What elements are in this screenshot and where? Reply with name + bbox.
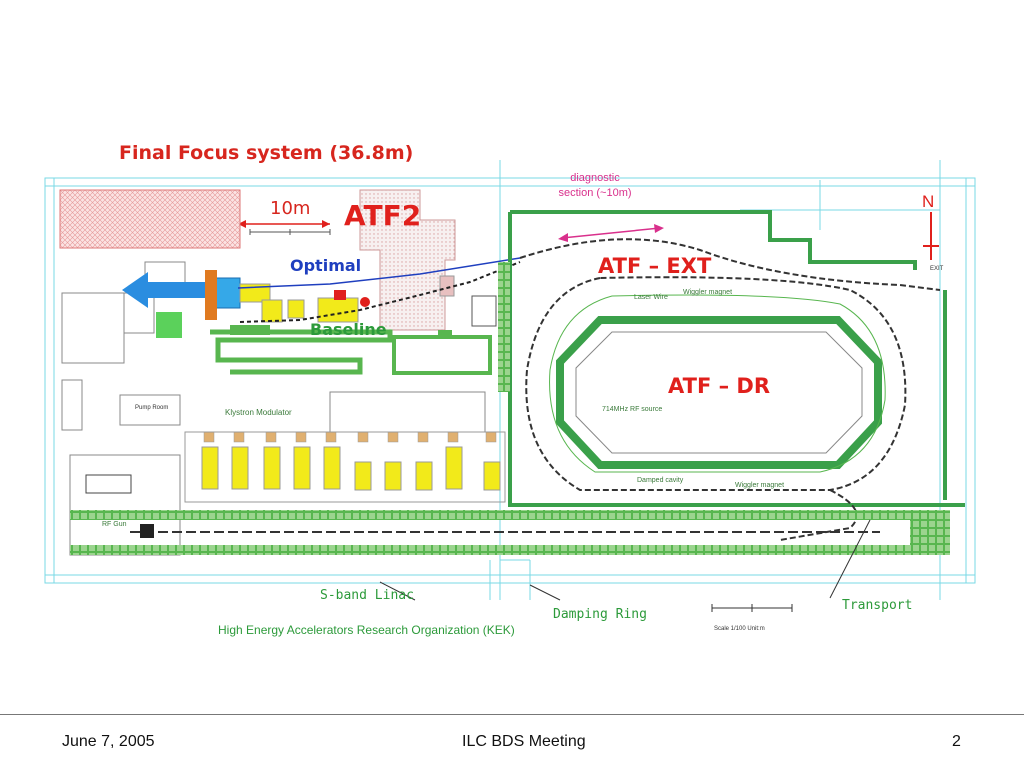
atf2-label: ATF2 — [344, 199, 422, 232]
footer-page-number: 2 — [952, 733, 961, 750]
atf-dr-label: ATF – DR — [668, 374, 771, 398]
damped-cavity-label: Damped cavity — [637, 477, 684, 484]
rf-gun-label: RF Gun — [102, 521, 127, 528]
north-arrow — [923, 212, 939, 260]
pump-room-label: Pump Room — [135, 405, 169, 411]
damping-ring-label: Damping Ring — [553, 607, 647, 622]
hatched-area-left — [59, 189, 241, 249]
sband-linac-label: S-band Linac — [320, 588, 414, 603]
footer-rule — [0, 714, 1024, 715]
optimal-beamline — [237, 257, 521, 289]
scale-label: 10m — [270, 198, 311, 219]
atf2-shield — [210, 329, 393, 375]
accelerator-floor-plan — [44, 160, 976, 612]
linac-wall-top — [70, 510, 950, 520]
dr-inner-track — [549, 294, 886, 473]
laser-wire-label: Laser Wire — [634, 294, 668, 301]
rf-source-label: 714MHz RF source — [602, 406, 663, 413]
organization-label: High Energy Accelerators Research Organi… — [218, 623, 515, 637]
klystron-modulator-label: Klystron Modulator — [225, 408, 292, 417]
atf2-shield-room — [392, 335, 492, 375]
dr-beam-orbit — [525, 276, 907, 491]
label-leaders — [379, 519, 871, 601]
bottom-scale — [711, 604, 793, 612]
wiggler-magnet-top-label: Wiggler magnet — [683, 289, 733, 296]
diagnostic-section-label: diagnostic section (~10m) — [558, 172, 632, 199]
scale-bar-10m — [238, 220, 331, 235]
optimal-label: Optimal — [290, 256, 362, 275]
north-label: N — [922, 192, 935, 211]
ext-beamline — [519, 238, 941, 291]
diagnostic-arrow — [561, 227, 661, 239]
rf-gun-block — [140, 524, 154, 538]
atf-ext-label: ATF – EXT — [598, 254, 712, 278]
bottom-scale-caption: Scale 1/100 Unit:m — [714, 626, 765, 632]
wiggler-magnet-bottom-label: Wiggler magnet — [735, 482, 785, 489]
klystron-area — [184, 431, 506, 503]
hatched-area-atf2 — [359, 189, 456, 331]
left-rooms — [61, 261, 486, 556]
exit-label: EXIT — [930, 266, 944, 272]
baseline-beamline — [239, 261, 521, 323]
footer-meeting: ILC BDS Meeting — [462, 733, 586, 750]
separator-wall — [498, 262, 510, 392]
data-room — [85, 474, 132, 494]
green-block — [156, 312, 182, 338]
slide-title: Final Focus system (36.8m) — [119, 142, 414, 164]
footer-date: June 7, 2005 — [62, 733, 155, 750]
klystron-modulators — [201, 446, 501, 491]
beam-dump-arrow — [122, 272, 210, 308]
klystron-heads — [203, 431, 497, 443]
dr-inner-building — [556, 316, 882, 469]
baseline-label: Baseline — [310, 320, 387, 339]
linac-wall-bottom — [70, 545, 950, 555]
transport-label: Transport — [842, 598, 913, 613]
